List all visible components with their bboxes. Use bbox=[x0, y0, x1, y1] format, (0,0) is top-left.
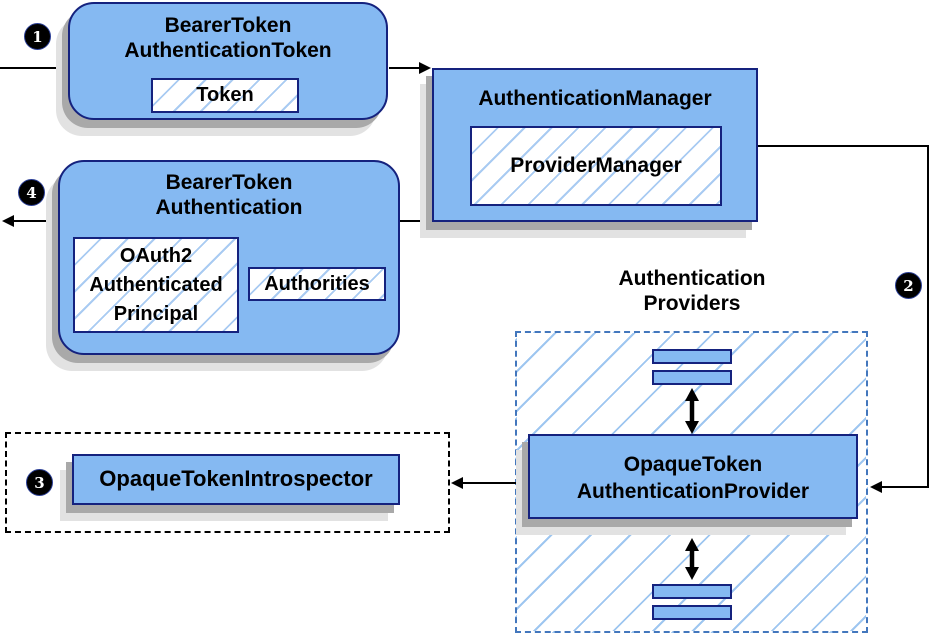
node-title: AuthenticationManager bbox=[478, 87, 712, 110]
provider-slot-bar bbox=[652, 370, 732, 385]
node-bearer-token-authentication-token: BearerToken AuthenticationToken Token bbox=[68, 2, 388, 120]
label-line: Providers bbox=[643, 292, 741, 315]
introspector-container bbox=[5, 432, 450, 533]
label-line: Authentication bbox=[618, 267, 766, 290]
step-badge-2: 2 bbox=[895, 272, 922, 299]
node-title: AuthenticationToken bbox=[124, 39, 332, 62]
provider-manager-field: ProviderManager bbox=[470, 126, 722, 206]
token-field: Token bbox=[151, 78, 299, 113]
node-title: AuthenticationProvider bbox=[576, 480, 810, 503]
step-badge-4: 4 bbox=[18, 179, 45, 206]
node-opaque-token-authentication-provider: OpaqueToken AuthenticationProvider bbox=[528, 434, 858, 519]
authorities-field: Authorities bbox=[248, 267, 386, 301]
oauth2-authenticated-principal-field: OAuth2 Authenticated Principal bbox=[73, 237, 239, 333]
node-opaque-token-introspector: OpaqueTokenIntrospector bbox=[72, 454, 400, 505]
node-authentication-manager: AuthenticationManager ProviderManager bbox=[432, 68, 758, 222]
authentication-providers-label: Authentication Providers bbox=[562, 266, 822, 316]
provider-slot-bar bbox=[652, 605, 732, 620]
step-badge-3: 3 bbox=[26, 469, 53, 496]
node-title: OpaqueToken bbox=[623, 453, 763, 476]
field-line: OAuth2 bbox=[119, 245, 193, 267]
provider-slot-bar bbox=[652, 584, 732, 599]
node-title: BearerToken bbox=[164, 14, 292, 37]
step-badge-1: 1 bbox=[24, 23, 51, 50]
arrow-token-to-authentication-manager bbox=[389, 62, 431, 74]
node-title: Authentication bbox=[155, 196, 303, 219]
node-title: BearerToken bbox=[165, 171, 293, 194]
arrow-provider-to-introspector bbox=[451, 477, 516, 489]
field-line: Authenticated bbox=[89, 274, 223, 296]
field-line: Principal bbox=[113, 303, 199, 325]
node-bearer-token-authentication: BearerToken Authentication OAuth2 Authen… bbox=[58, 160, 400, 355]
provider-slot-bar bbox=[652, 349, 732, 364]
